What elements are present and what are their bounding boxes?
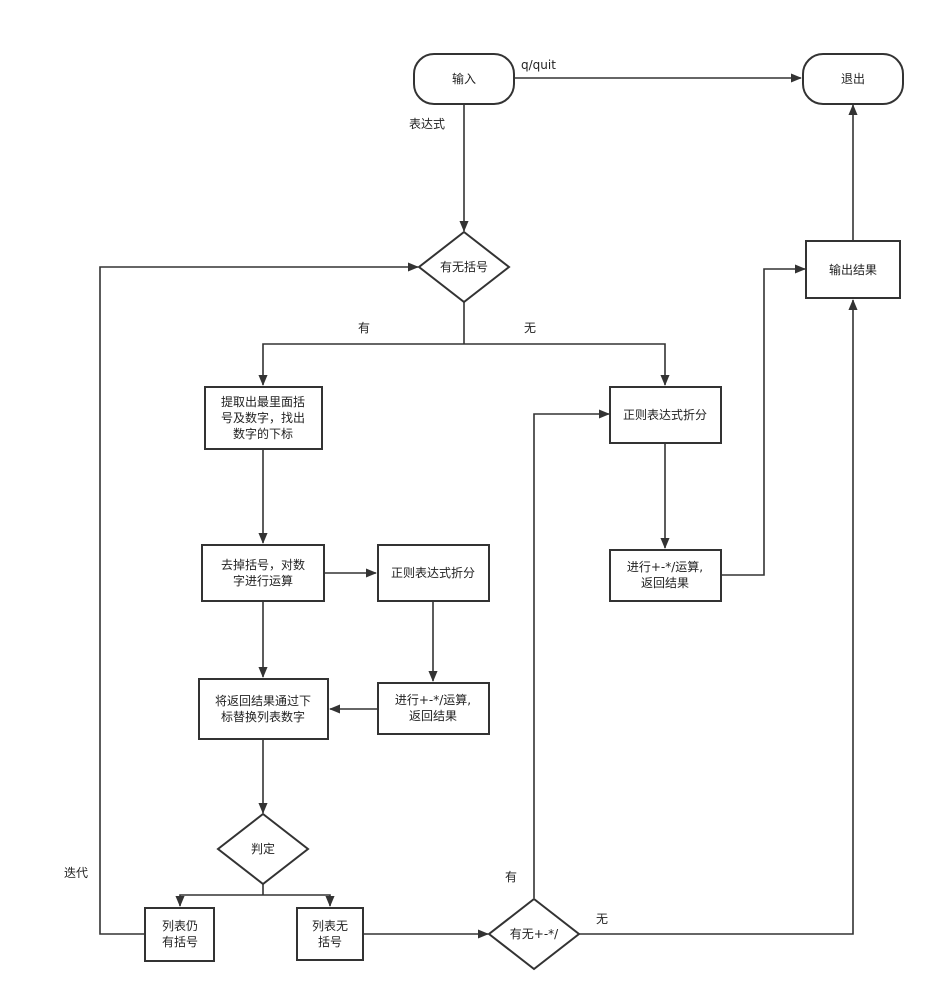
edge-compute-right-to-output	[721, 264, 806, 576]
node-label-line: 提取出最里面括	[221, 394, 305, 409]
node-has-ops-label: 有无+-*/	[510, 927, 559, 941]
node-label-line: 有括号	[162, 934, 198, 949]
node-regex-split-left-label: 正则表达式折分	[391, 565, 475, 580]
node-compute-right[interactable]: 进行+-*/运算, 返回结果	[609, 549, 722, 602]
node-replace[interactable]: 将返回结果通过下标替换列表数字	[198, 678, 329, 740]
node-label-line: 去掉括号，对数	[221, 557, 305, 572]
edge-label-no-brackets: 无	[524, 321, 536, 335]
node-input[interactable]: 输入	[413, 53, 515, 105]
node-label-line: 数字的下标	[233, 426, 293, 441]
node-has-brackets[interactable]: 有无括号	[417, 230, 511, 304]
node-replace-label: 将返回结果通过下标替换列表数字	[215, 694, 311, 724]
node-label-line: 有无括号	[440, 259, 488, 274]
node-label-line: 正则表达式折分	[623, 407, 707, 422]
edge-label-iterate: 迭代	[64, 866, 88, 880]
node-remove-brackets[interactable]: 去掉括号，对数字进行运算	[201, 544, 325, 602]
node-label-line: 输入	[452, 71, 476, 86]
node-extract[interactable]: 提取出最里面括号及数字，找出数字的下标	[204, 386, 323, 450]
node-has-brackets-label: 有无括号	[440, 259, 488, 274]
edge-has-ops-no-to-output	[579, 299, 858, 935]
node-label-line: 标替换列表数字	[221, 709, 305, 724]
node-label-line: 判定	[251, 841, 275, 856]
node-remove-brackets-label: 去掉括号，对数字进行运算	[221, 557, 305, 588]
edge-label-quit: q/quit	[521, 58, 556, 72]
node-label-line: 将返回结果通过下	[215, 694, 311, 708]
node-label-line: 输出结果	[829, 262, 877, 277]
node-input-label: 输入	[452, 71, 476, 86]
node-label-line: 括号	[318, 934, 342, 949]
node-label-line: 退出	[841, 72, 865, 86]
edge-has-brackets-to-extract	[258, 343, 464, 386]
edge-label-yes-ops: 有	[505, 870, 517, 884]
edge-label-no-ops: 无	[596, 912, 608, 926]
node-compute-left-label: 进行+-*/运算, 返回结果	[395, 692, 471, 723]
edge-labels: q/quit 表达式 有 无 迭代 有 无	[64, 58, 608, 926]
node-label-line: 列表仍	[162, 919, 198, 933]
node-regex-split-right[interactable]: 正则表达式折分	[609, 386, 722, 444]
node-label-line: 列表无	[312, 919, 348, 933]
node-label-line: 返回结果	[409, 709, 457, 723]
edge-has-ops-yes-to-regex-right	[533, 409, 610, 898]
node-output-result-label: 输出结果	[829, 262, 877, 277]
edge-label-expression: 表达式	[409, 117, 445, 131]
node-regex-split-left[interactable]: 正则表达式折分	[377, 544, 490, 602]
node-still-brackets-label: 列表仍有括号	[162, 919, 198, 949]
edge-judge-to-still-brackets	[175, 894, 263, 907]
edge-label-yes-brackets: 有	[358, 321, 370, 335]
node-no-brackets-label: 列表无括号	[312, 919, 348, 949]
node-compute-right-label: 进行+-*/运算, 返回结果	[627, 559, 703, 590]
node-output-result[interactable]: 输出结果	[805, 240, 901, 299]
node-label-line: 进行+-*/运算,	[395, 692, 471, 707]
node-label-line: 返回结果	[641, 576, 689, 590]
edge-has-brackets-to-regex-right	[464, 343, 670, 386]
node-regex-split-right-label: 正则表达式折分	[623, 407, 707, 422]
node-judge-label: 判定	[251, 841, 275, 856]
edge-judge-to-no-brackets	[263, 894, 335, 907]
node-label-line: 号及数字，找出	[221, 410, 305, 425]
node-no-brackets[interactable]: 列表无括号	[296, 907, 364, 961]
node-has-ops[interactable]: 有无+-*/	[487, 897, 581, 971]
node-label-line: 进行+-*/运算,	[627, 559, 703, 574]
edge-iterate-loop	[99, 262, 419, 935]
node-label-line: 字进行运算	[233, 573, 293, 588]
node-label-line: 有无+-*/	[510, 927, 559, 941]
node-extract-label: 提取出最里面括号及数字，找出数字的下标	[221, 394, 305, 441]
node-judge[interactable]: 判定	[216, 812, 310, 886]
node-compute-left[interactable]: 进行+-*/运算, 返回结果	[377, 682, 490, 735]
node-exit-label: 退出	[841, 72, 865, 86]
edges	[99, 73, 858, 939]
node-label-line: 正则表达式折分	[391, 565, 475, 580]
node-still-brackets[interactable]: 列表仍有括号	[144, 907, 215, 962]
node-exit[interactable]: 退出	[802, 53, 904, 105]
